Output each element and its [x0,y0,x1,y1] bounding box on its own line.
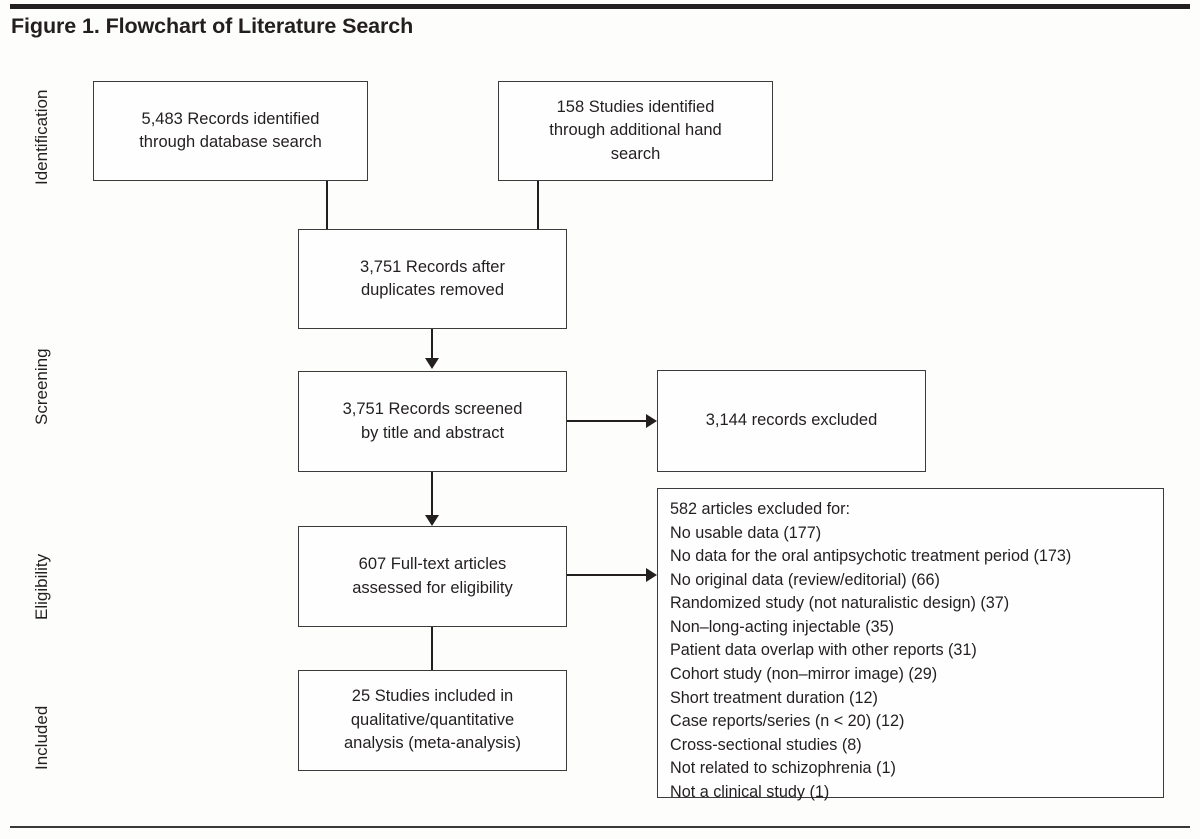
connector-duplicates-to-screened [431,329,434,360]
node-line: search [610,144,661,163]
node-included-studies: 25 Studies included in qualitative/quant… [298,670,567,771]
exclusion-reason: Patient data overlap with other reports … [670,641,977,660]
node-line: 607 Full-text articles [358,555,507,574]
node-line: analysis (meta-analysis) [344,734,521,753]
node-records-excluded: 3,144 records excluded [657,370,926,472]
node-hand-search: 158 Studies identified through additiona… [498,81,773,181]
node-line: 25 Studies included in [351,687,514,706]
connector-database-to-duplicates [326,181,329,231]
arrowhead-fulltext-to-articles-excluded [646,567,657,582]
arrowhead-duplicates-to-screened [425,358,439,369]
exclusion-reason: No data for the oral antipsychotic treat… [670,547,1072,566]
connector-screened-to-excluded [567,420,647,423]
exclusion-reason: Non–long-acting injectable (35) [670,617,895,636]
node-line: assessed for eligibility [352,578,513,597]
node-fulltext-assessed: 607 Full-text articles assessed for elig… [298,526,567,627]
node-records-screened: 3,751 Records screened by title and abst… [298,371,567,472]
connector-hand-to-duplicates [537,181,540,231]
node-line: through additional hand [549,121,722,140]
stage-label-included: Included [32,705,51,770]
node-line: by title and abstract [360,423,505,442]
figure-title: Figure 1. Flowchart of Literature Search [11,14,414,38]
exclusion-reason: Short treatment duration (12) [670,688,878,707]
exclusion-reason: Cohort study (non–mirror image) (29) [670,664,938,683]
arrowhead-screened-to-excluded [646,413,657,428]
stage-label-screening: Screening [32,348,51,425]
node-line: 3,751 Records after [360,257,505,276]
node-line: qualitative/quantitative [350,710,515,729]
exclusion-reason: No usable data (177) [670,523,822,542]
exclusion-header: 582 articles excluded for: [670,500,850,518]
exclusion-reason: Not a clinical study (1) [670,782,830,801]
stage-label-eligibility: Eligibility [32,553,51,620]
node-line: 158 Studies identified [556,97,715,116]
node-database-search: 5,483 Records identified through databas… [93,81,368,181]
exclusion-reason: Cross-sectional studies (8) [670,735,862,754]
exclusion-reason: Not related to schizophrenia (1) [670,759,896,778]
connector-screened-to-fulltext [431,472,434,517]
exclusion-reason: No original data (review/editorial) (66) [670,570,940,589]
top-rule [10,4,1190,9]
node-line: duplicates removed [360,281,505,299]
exclusion-reason: Case reports/series (n < 20) (12) [670,712,905,731]
node-articles-excluded: 582 articles excluded for: No usable dat… [657,488,1164,801]
connector-fulltext-to-included [431,627,434,672]
node-after-duplicates: 3,751 Records after duplicates removed [298,229,567,329]
connector-fulltext-to-articles-excluded [567,574,647,577]
arrowhead-screened-to-fulltext [425,515,439,526]
node-line: 3,144 records excluded [705,411,878,430]
stage-label-identification: Identification [32,89,51,185]
node-line: 5,483 Records identified [141,109,320,128]
exclusion-reason: Randomized study (not naturalistic desig… [670,594,1010,613]
node-line: 3,751 Records screened [342,400,523,419]
node-line: through database search [139,133,322,151]
bottom-rule [10,826,1190,828]
